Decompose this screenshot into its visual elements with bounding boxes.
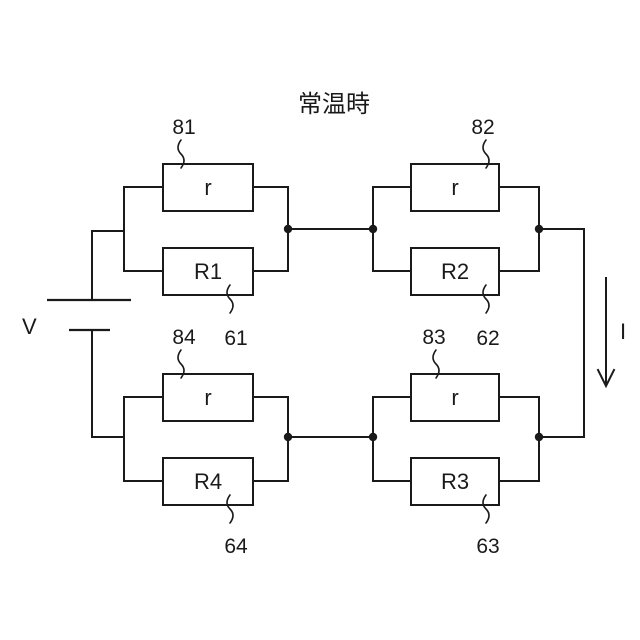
resistor-R2-label: R2 (441, 259, 469, 284)
ref-61: 61 (224, 327, 247, 350)
bank3-right-rail (499, 397, 539, 481)
bank4-right-rail (253, 397, 288, 481)
right-return-wire (539, 229, 584, 437)
ref-64: 64 (224, 535, 248, 558)
current-arrow (598, 278, 614, 386)
bank2-left-rail (373, 187, 411, 271)
bank3-left-rail (373, 397, 411, 481)
junction-node (369, 433, 377, 441)
ref-63: 63 (476, 535, 499, 558)
voltage-label: V (22, 314, 37, 339)
bank4-left-rail (124, 397, 163, 481)
resistor-81-label: r (204, 175, 211, 200)
junction-node (535, 225, 543, 233)
diagram-title: 常温時 (298, 90, 370, 118)
resistor-R4-label: R4 (194, 469, 222, 494)
resistor-82-label: r (451, 175, 458, 200)
resistor-R1-label: R1 (194, 259, 222, 284)
ref-81: 81 (172, 116, 195, 139)
junction-node (284, 225, 292, 233)
junction-node (284, 433, 292, 441)
ref-83: 83 (422, 326, 445, 349)
ref-82: 82 (471, 116, 494, 139)
ref-62: 62 (476, 327, 499, 350)
bank2-right-rail (499, 187, 539, 271)
ref-84: 84 (172, 326, 196, 349)
junction-node (535, 433, 543, 441)
resistor-R3-label: R3 (441, 469, 469, 494)
resistor-83-label: r (451, 385, 458, 410)
battery-symbol (47, 300, 131, 330)
battery-bottom-wire (92, 330, 124, 437)
battery-top-wire (92, 231, 124, 300)
circuit-wires (92, 187, 584, 481)
current-label: I (620, 319, 626, 344)
resistor-84-label: r (204, 385, 211, 410)
junction-node (369, 225, 377, 233)
bank1-right-rail (253, 187, 288, 271)
bank1-left-rail (124, 187, 163, 271)
